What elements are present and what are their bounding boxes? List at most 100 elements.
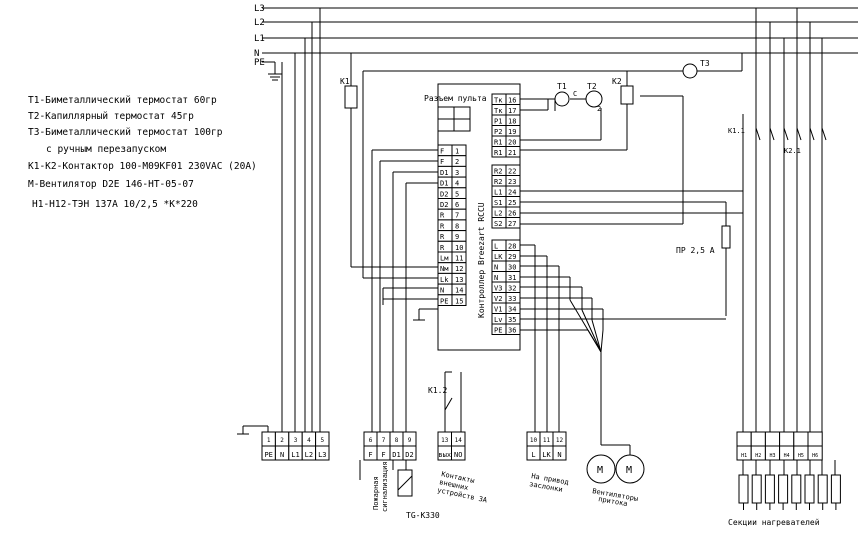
- heater-element: [817, 474, 828, 504]
- static-wiring: [237, 7, 858, 480]
- t3-thermostat: [682, 63, 698, 79]
- right-terminal-name: R2: [494, 167, 502, 175]
- heater-element: [738, 474, 749, 504]
- left-terminal-name: Lk: [440, 276, 449, 284]
- heater-element: [778, 474, 789, 504]
- right-terminal-name: Tк: [494, 96, 503, 104]
- right-terminal-name: Lv: [494, 316, 502, 324]
- fan-motor-2: [615, 454, 645, 484]
- left-terminal-number: 14: [455, 287, 463, 295]
- right-terminal-name: N: [494, 274, 498, 282]
- connector-label: Разъем пульта: [424, 94, 487, 103]
- k2-1-label: K2.1: [784, 147, 801, 155]
- heater-element: [751, 474, 762, 504]
- right-terminal-name: L: [494, 242, 498, 250]
- left-terminal-name: F: [440, 158, 444, 166]
- left-terminal-name: D2: [440, 190, 448, 198]
- ext-terminal-label: вых: [438, 451, 451, 459]
- left-terminal-name: Lм: [440, 255, 449, 263]
- k1-1-label: K1.1: [728, 127, 745, 135]
- damper-terminal-label: N: [557, 451, 561, 459]
- right-terminal-name: V3: [494, 284, 502, 292]
- heater-terminal-label: H3: [769, 453, 775, 459]
- left-terminal-name: R: [440, 244, 445, 252]
- t3-label: T3: [700, 59, 710, 68]
- fire-terminal-label: D1: [392, 451, 400, 459]
- right-terminal-number: 26: [508, 209, 516, 217]
- ext-terminal-number: 14: [455, 437, 463, 444]
- power-terminal-label: L3: [318, 451, 326, 459]
- left-terminal-number: 11: [455, 255, 463, 263]
- left-terminal-number: 3: [455, 169, 459, 177]
- fire-terminal-label: F: [381, 451, 385, 459]
- k1-label: K1: [340, 77, 350, 86]
- right-terminal-number: 34: [508, 305, 516, 313]
- damper-terminal-number: 10: [530, 437, 538, 444]
- left-terminal-number: 13: [455, 276, 463, 284]
- right-terminal-name: R2: [494, 178, 502, 186]
- left-terminal-name: PE: [440, 297, 448, 305]
- bus-label-l2: L2: [254, 18, 265, 28]
- legend-line-fan: M-Вентилятор D2E 146-HT-05-07: [28, 179, 194, 190]
- right-terminal-number: 24: [508, 188, 516, 196]
- right-terminal-number: 31: [508, 274, 516, 282]
- heater-elements: [738, 474, 841, 510]
- right-terminal-name: N: [494, 263, 498, 271]
- power-terminal-label: L2: [305, 451, 313, 459]
- right-terminal-number: 23: [508, 178, 516, 186]
- legend-line-t3: T3-Биметаллический термостат 100гр: [28, 127, 223, 138]
- right-terminal-number: 16: [508, 96, 516, 104]
- controller-title: Контроллер Breezart RCCU: [477, 202, 486, 318]
- heater-element: [804, 474, 815, 504]
- left-terminal-number: 4: [455, 180, 459, 188]
- right-terminal-number: 28: [508, 242, 516, 250]
- power-terminal-number: 2: [280, 437, 284, 444]
- power-terminal-number: 4: [307, 437, 311, 444]
- left-terminal-number: 8: [455, 222, 459, 230]
- right-terminal-name: S2: [494, 220, 502, 228]
- left-terminal-name: F: [440, 148, 444, 156]
- right-terminal-number: 30: [508, 263, 516, 271]
- right-terminal-number: 32: [508, 284, 516, 292]
- power-terminal-number: 5: [320, 437, 324, 444]
- heater-terminal-label: H6: [812, 453, 818, 459]
- heater-terminal-label: H5: [798, 453, 804, 459]
- t1-thermostat: [554, 91, 570, 107]
- heater-element: [830, 474, 841, 504]
- legend-line-reset: с ручным перезапуском: [46, 144, 167, 155]
- t2-label: T2: [587, 82, 597, 91]
- fire-terminal-number: 6: [369, 437, 373, 444]
- power-terminal-label: PE: [264, 451, 272, 459]
- left-terminal-number: 7: [455, 212, 459, 220]
- right-terminal-number: 27: [508, 220, 516, 228]
- right-terminal-number: 17: [508, 107, 516, 115]
- fire-terminal-label: D2: [405, 451, 413, 459]
- right-terminal-number: 35: [508, 316, 516, 324]
- right-terminal-number: 22: [508, 167, 516, 175]
- right-terminal-name: R1: [494, 138, 502, 146]
- power-terminal-label: N: [280, 451, 284, 459]
- right-terminal-name: S1: [494, 199, 502, 207]
- right-terminal-name: L1: [494, 188, 502, 196]
- ext-terminal-label: NO: [454, 451, 462, 459]
- left-terminal-number: 6: [455, 201, 459, 209]
- right-terminal-number: 21: [508, 149, 516, 157]
- right-terminal-name: Tк: [494, 107, 503, 115]
- c-label: C: [573, 90, 577, 98]
- heater-terminal-label: H1: [741, 453, 747, 459]
- fan-motor-1-label: M: [597, 465, 603, 476]
- k1-coil: [344, 85, 358, 109]
- right-terminal-number: 36: [508, 326, 516, 334]
- legend-line-heater: H1-H12-ТЭН 137А 10/2,5 *K*220: [32, 199, 198, 210]
- heaters-caption: Секции нагревателей: [728, 518, 820, 527]
- left-terminal-number: 12: [455, 265, 463, 273]
- fuse: [721, 225, 731, 249]
- fire-terminal-label: F: [368, 451, 372, 459]
- legend-line-t2: T2-Капиллярный термостат 45гр: [28, 111, 194, 122]
- right-terminal-name: L2: [494, 209, 502, 217]
- bus-label-n: N: [254, 49, 259, 59]
- right-terminal-number: 18: [508, 117, 516, 125]
- right-terminal-name: R1: [494, 149, 502, 157]
